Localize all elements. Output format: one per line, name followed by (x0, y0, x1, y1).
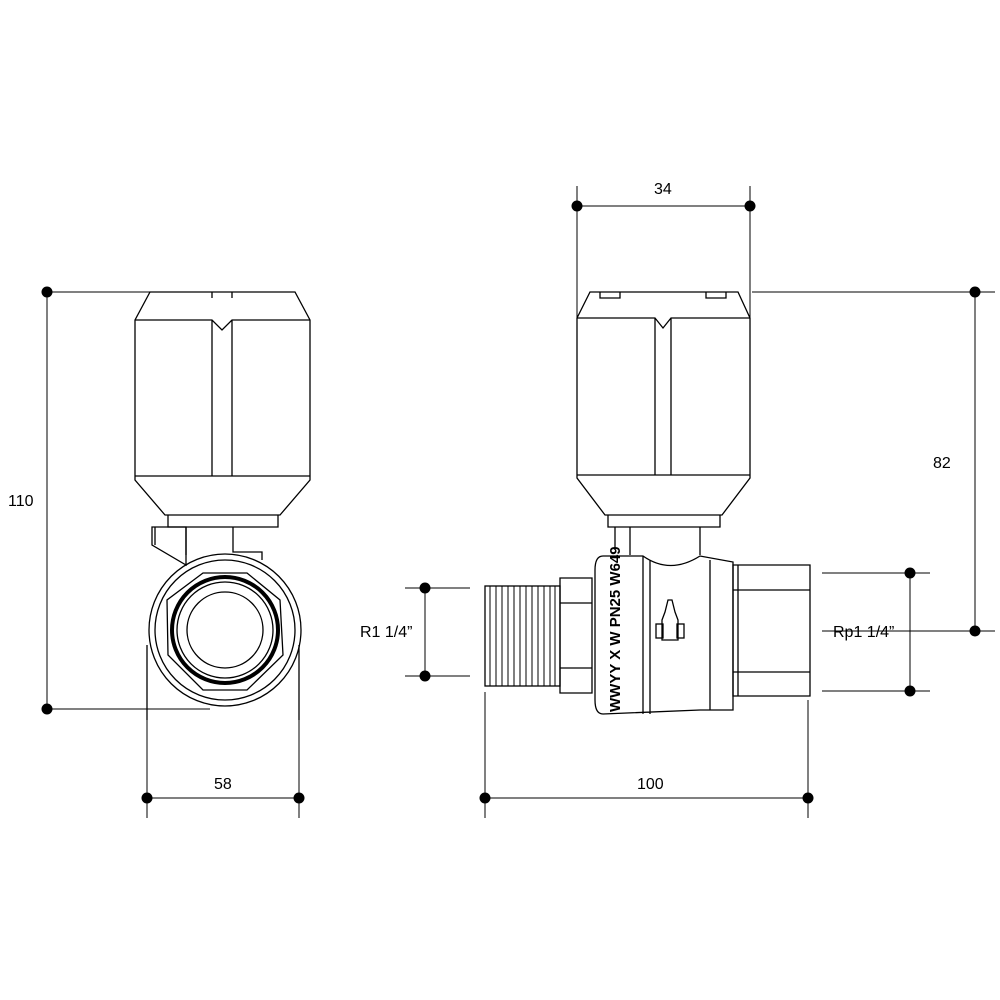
front-view (134, 291, 311, 720)
front-body (146, 553, 302, 720)
male-thread (484, 585, 561, 687)
dim-label-82: 82 (933, 455, 951, 472)
front-lever (151, 526, 187, 567)
dim-female-thread: Rp1 1/4” (822, 567, 930, 697)
dim-overall-height: 110 (8, 286, 225, 715)
dim-male-thread: R1 1/4” (360, 582, 470, 682)
female-nut (732, 564, 811, 697)
side-view: WWYY X W PN25 W649 (484, 291, 811, 715)
dim-handle-width: 34 (571, 181, 756, 318)
dim-axis-height: 82 (752, 286, 995, 637)
dim-width-front: 58 (141, 720, 305, 818)
stem-symbol-icon (655, 599, 685, 641)
body-marking: WWYY X W PN25 W649 (607, 546, 624, 712)
dim-overall-length: 100 (479, 692, 814, 818)
dim-label-34: 34 (654, 181, 672, 198)
dim-label-100: 100 (637, 776, 664, 793)
front-handle (134, 291, 311, 516)
male-hex (559, 577, 593, 694)
dim-label-58: 58 (214, 776, 232, 793)
side-handle (576, 291, 751, 516)
dim-label-rp: Rp1 1/4” (833, 624, 894, 641)
front-stem (167, 515, 279, 560)
valve-body (594, 555, 734, 715)
dim-label-r: R1 1/4” (360, 624, 412, 641)
dim-label-110: 110 (8, 493, 34, 510)
